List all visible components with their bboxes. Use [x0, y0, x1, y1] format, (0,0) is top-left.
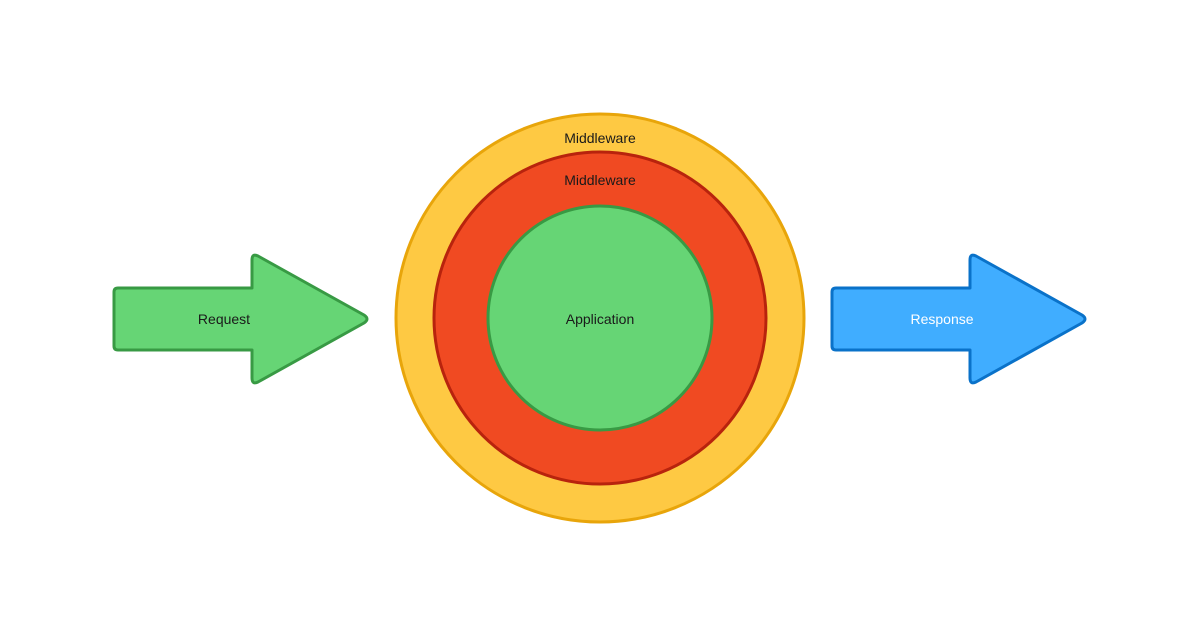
- layers: Middleware Middleware Application: [394, 112, 806, 524]
- inner-middleware-label: Middleware: [564, 172, 636, 188]
- outer-middleware-label: Middleware: [564, 130, 636, 146]
- application-label: Application: [566, 311, 635, 327]
- response-arrow: Response: [830, 253, 1087, 385]
- application-core: [486, 204, 714, 432]
- request-arrow-shape: [112, 253, 369, 385]
- response-label: Response: [910, 311, 973, 327]
- response-arrow-shape: [830, 253, 1087, 385]
- request-label: Request: [198, 311, 250, 327]
- request-arrow: Request: [112, 253, 369, 385]
